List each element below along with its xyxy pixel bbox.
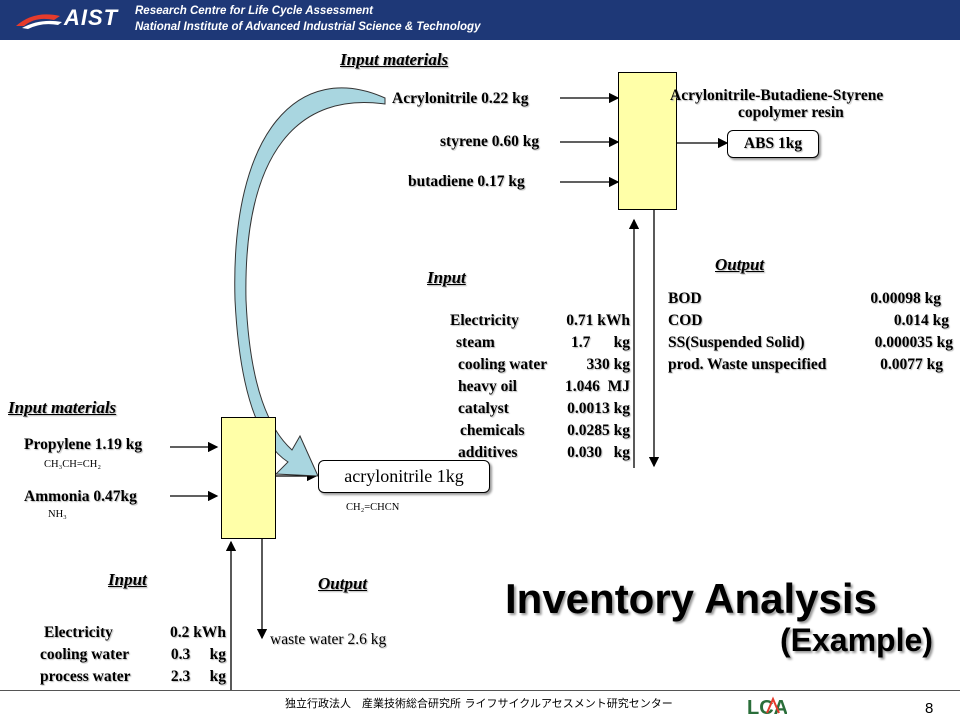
- abs-product-name-line2: copolymer resin: [738, 104, 844, 121]
- abs-output-heading: Output: [715, 255, 765, 274]
- lca-logo-text: LCA: [747, 697, 787, 719]
- lca-logo-icon: LCA: [747, 696, 787, 719]
- acn-input-propylene: Propylene 1.19 kg: [24, 436, 143, 453]
- acn-output-heading: Output: [318, 574, 368, 593]
- abs-input-butadiene: butadiene 0.17 kg: [408, 173, 525, 190]
- abs-input-styrene: styrene 0.60 kg: [440, 133, 540, 150]
- footer-divider: [0, 690, 960, 691]
- acn-process-box: [221, 417, 276, 539]
- acn-propylene-formula: CH₃CH=CH₂: [44, 459, 102, 470]
- abs-product-name-line1: Acrylonitrile-Butadiene-Styrene: [670, 87, 884, 104]
- footer-org-text: 独立行政法人 産業技術総合研究所 ライフサイクルアセスメント研究センター: [285, 697, 673, 710]
- acn-product-formula: CH₂=CHCN: [346, 502, 400, 513]
- acn-input-ammonia: Ammonia 0.47kg: [24, 488, 137, 505]
- acn-energy-input-heading: Input: [108, 570, 147, 589]
- slide-subtitle: (Example): [780, 622, 933, 658]
- aist-logo-icon: [16, 14, 62, 29]
- page-number: 8: [925, 700, 934, 717]
- abs-product-box: ABS 1kg: [727, 130, 819, 158]
- acn-product-box: acrylonitrile 1kg: [318, 460, 490, 493]
- acn-output-waste-water: waste water 2.6 kg: [270, 631, 387, 648]
- aist-logo-text: AIST: [64, 5, 119, 30]
- acn-ammonia-formula: NH₃: [48, 509, 67, 520]
- abs-input-materials-heading: Input materials: [340, 50, 449, 69]
- acn-input-materials-heading: Input materials: [8, 398, 117, 417]
- header-line-1: Research Centre for Life Cycle Assessmen…: [135, 5, 373, 17]
- abs-input-acrylonitrile: Acrylonitrile 0.22 kg: [392, 90, 529, 107]
- abs-process-box: [618, 72, 677, 210]
- abs-energy-input-heading: Input: [427, 268, 466, 287]
- header-bar: [0, 0, 960, 40]
- header-line-2: National Institute of Advanced Industria…: [135, 21, 481, 33]
- slide-title: Inventory Analysis: [505, 575, 877, 622]
- abs-output-row: SS(Suspended Solid)0.000035 kg: [668, 334, 953, 351]
- curved-link-arrow: [234, 87, 386, 477]
